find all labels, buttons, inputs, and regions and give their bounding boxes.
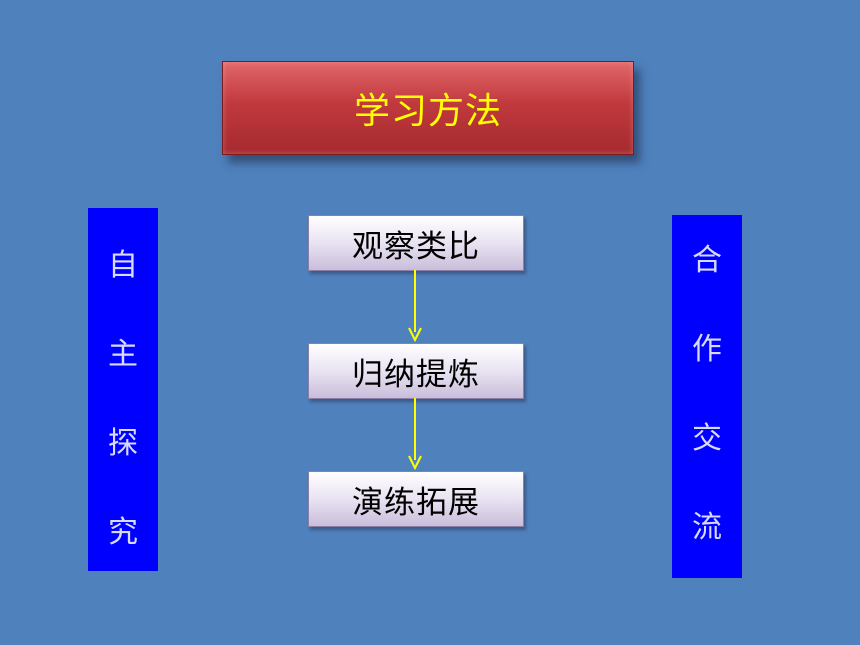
- title-box: 学习方法: [222, 61, 634, 155]
- step-label-3: 演练拓展: [352, 484, 480, 521]
- step-box-2: 归纳提炼: [308, 343, 524, 399]
- right-char-3: 交: [692, 421, 722, 456]
- arrow-1: [408, 270, 422, 343]
- left-char-4: 究: [108, 515, 138, 550]
- right-char-4: 流: [692, 510, 722, 545]
- right-char-2: 作: [692, 332, 722, 367]
- title-text: 学习方法: [353, 91, 502, 132]
- left-char-2: 主: [108, 337, 138, 372]
- step-box-3: 演练拓展: [308, 471, 524, 527]
- step-label-2: 归纳提炼: [352, 356, 480, 393]
- arrow-2: [408, 398, 422, 471]
- left-char-3: 探: [108, 426, 138, 461]
- left-char-1: 自: [108, 248, 138, 283]
- right-char-1: 合: [692, 243, 722, 278]
- right-panel: 合 作 交 流: [672, 215, 742, 578]
- step-label-1: 观察类比: [352, 228, 480, 265]
- left-panel: 自 主 探 究: [88, 208, 158, 571]
